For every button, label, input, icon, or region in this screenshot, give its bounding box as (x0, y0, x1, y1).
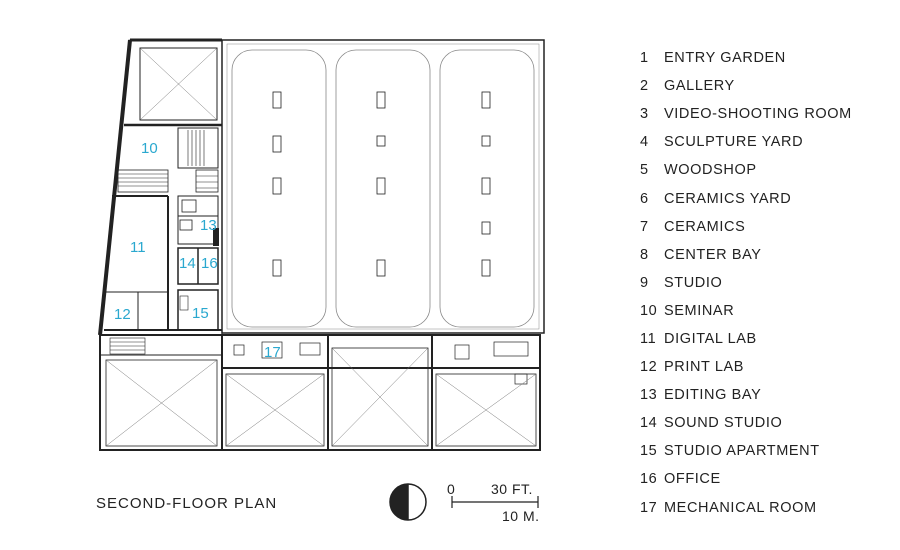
legend-label: SCULPTURE YARD (664, 134, 804, 151)
legend-label: CENTER BAY (664, 246, 762, 263)
room-number-10: 10 (141, 140, 158, 157)
legend-number: 17 (640, 499, 658, 516)
legend-item: 11 DIGITAL LAB (640, 325, 890, 353)
legend-item: 16 OFFICE (640, 465, 890, 493)
room-number-11: 11 (130, 239, 146, 256)
legend-number: 6 (640, 190, 649, 207)
west-wing (98, 38, 223, 336)
legend-number: 16 (640, 471, 658, 488)
room-legend: 1 ENTRY GARDEN 2 GALLERY 3 VIDEO-SHOOTING R… (640, 44, 890, 522)
legend-item: 5 WOODSHOP (640, 156, 890, 184)
legend-item: 7 CERAMICS (640, 213, 890, 241)
legend-label: CERAMICS YARD (664, 190, 792, 207)
legend-number: 3 (640, 106, 649, 123)
legend-label: GALLERY (664, 78, 735, 95)
legend-item: 4 SCULPTURE YARD (640, 128, 890, 156)
legend-number: 11 (640, 330, 657, 347)
legend-item: 1 ENTRY GARDEN (640, 44, 890, 72)
legend-number: 8 (640, 246, 649, 263)
room-number-12: 12 (114, 306, 131, 323)
legend-number: 12 (640, 359, 658, 376)
legend-label: PRINT LAB (664, 359, 745, 376)
legend-label: MECHANICAL ROOM (664, 499, 817, 516)
scale-feet: 30 FT. (491, 481, 533, 497)
legend-label: STUDIO APARTMENT (664, 443, 820, 460)
legend-number: 2 (640, 78, 649, 95)
room-number-13: 13 (200, 217, 217, 234)
legend-label: SOUND STUDIO (664, 415, 783, 432)
legend-item: 15 STUDIO APARTMENT (640, 437, 890, 465)
legend-label: VIDEO-SHOOTING ROOM (664, 106, 852, 123)
legend-item: 17 MECHANICAL ROOM (640, 494, 890, 522)
legend-item: 2 GALLERY (640, 72, 890, 100)
floor-plan-drawing: 10 11 12 13 14 16 15 17 SECOND-FLOOR PLA… (96, 38, 545, 524)
legend-number: 5 (640, 162, 649, 179)
legend-label: ENTRY GARDEN (664, 50, 786, 67)
room-number-16: 16 (201, 255, 218, 272)
legend-label: WOODSHOP (664, 162, 757, 179)
legend-item: 10 SEMINAR (640, 297, 890, 325)
legend-number: 14 (640, 415, 658, 432)
legend-item: 12 PRINT LAB (640, 353, 890, 381)
gallery-hall (221, 39, 545, 334)
legend-number: 4 (640, 134, 649, 151)
legend-number: 15 (640, 443, 658, 460)
legend-item: 9 STUDIO (640, 269, 890, 297)
scale-meters: 10 M. (502, 508, 540, 524)
south-bays (99, 334, 541, 451)
room-number-17: 17 (264, 344, 281, 361)
legend-label: EDITING BAY (664, 387, 762, 404)
north-arrow-icon (389, 483, 427, 521)
legend-number: 10 (640, 302, 658, 319)
scale-bar: 0 30 FT. 10 M. (447, 481, 540, 524)
legend-item: 13 EDITING BAY (640, 381, 890, 409)
legend-number: 13 (640, 387, 658, 404)
legend-number: 7 (640, 218, 649, 235)
legend-number: 1 (640, 50, 649, 67)
legend-label: OFFICE (664, 471, 721, 488)
legend-item: 14 SOUND STUDIO (640, 409, 890, 437)
plan-title: SECOND-FLOOR PLAN (96, 495, 277, 512)
legend-item: 6 CERAMICS YARD (640, 184, 890, 212)
legend-number: 9 (640, 274, 649, 291)
legend-item: 3 VIDEO-SHOOTING ROOM (640, 100, 890, 128)
legend-item: 8 CENTER BAY (640, 241, 890, 269)
room-number-15: 15 (192, 305, 209, 322)
legend-label: CERAMICS (664, 218, 746, 235)
legend-label: SEMINAR (664, 302, 735, 319)
legend-label: DIGITAL LAB (664, 330, 757, 347)
scale-zero: 0 (447, 481, 455, 497)
legend-label: STUDIO (664, 274, 723, 291)
room-number-14: 14 (179, 255, 196, 272)
